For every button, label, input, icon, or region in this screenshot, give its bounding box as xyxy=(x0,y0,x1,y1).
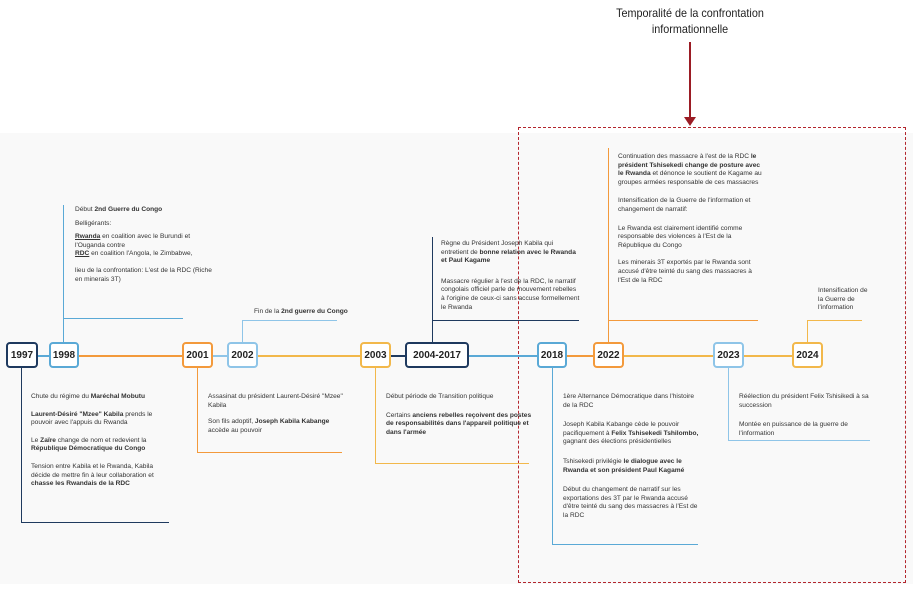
connector xyxy=(197,452,342,453)
year-node-2023[interactable]: 2023 xyxy=(713,342,744,368)
connector xyxy=(608,148,609,342)
event-2023-infowar: Montée en puissance de la guerre de l'in… xyxy=(739,421,848,437)
connector xyxy=(375,463,529,464)
event-1997-tension: Tension entre Kabila et le Rwanda, Kabil… xyxy=(31,462,154,488)
connector xyxy=(432,320,579,321)
event-2001-assassination: Assasinat du président Laurent-Désiré "M… xyxy=(208,393,343,409)
event-2023-reelection: Réélection du président Felix Tshisikedi… xyxy=(739,393,869,409)
event-2001: Assasinat du président Laurent-Désiré "M… xyxy=(208,393,343,440)
year-node-2022[interactable]: 2022 xyxy=(593,342,624,368)
connector xyxy=(608,320,758,321)
event-2003-transition: Début période de Transition politique xyxy=(386,393,494,400)
connector xyxy=(242,320,243,342)
event-1998-start: Début 2nd Guerre du Congo xyxy=(75,206,163,213)
event-2004-reign: Règne du Président Joseph Kabila qui ent… xyxy=(441,240,576,265)
connector xyxy=(63,205,64,342)
event-2022: Continuation des massacre à l'est de la … xyxy=(618,153,763,290)
event-1997-mobutu: Chute du régime du Maréchal Mobutu xyxy=(31,393,145,400)
event-2003: Début période de Transition politique Ce… xyxy=(386,393,532,442)
event-2018-narrative: Début du changement de narratif sur les … xyxy=(563,486,698,519)
timeline-segment xyxy=(38,355,50,357)
connector xyxy=(242,320,337,321)
year-node-2001[interactable]: 2001 xyxy=(182,342,213,368)
connector xyxy=(807,320,808,342)
event-2018-dialogue: Tshisekedi privilégie le dialogue avec l… xyxy=(563,457,685,474)
year-node-2018[interactable]: 2018 xyxy=(537,342,567,368)
event-1998-location: lieu de la confrontation: L'est de la RD… xyxy=(75,266,212,283)
timeline-segment xyxy=(744,355,792,357)
connector xyxy=(552,544,698,545)
timeline-segment xyxy=(79,355,182,357)
connector xyxy=(63,318,183,319)
event-2022-rwanda-identified: Le Rwanda est clairement identifié comme… xyxy=(618,224,743,249)
connector xyxy=(197,368,198,453)
timeline-segment xyxy=(258,355,360,357)
callout-title: Temporalité de la confrontation informat… xyxy=(616,6,764,36)
event-2002-end-war: Fin de la 2nd guerre du Congo xyxy=(254,308,348,315)
event-1997-kabila: Laurent-Désiré "Mzee" Kabila prends le p… xyxy=(31,410,153,427)
timeline-segment xyxy=(469,355,537,357)
event-2002: Fin de la 2nd guerre du Congo xyxy=(254,308,364,322)
connector xyxy=(728,440,870,441)
connector xyxy=(375,368,376,464)
event-2001-succession: Son fils adoptif, Joseph Kabila Kabange … xyxy=(208,418,330,434)
connector xyxy=(552,368,553,545)
year-node-1997[interactable]: 1997 xyxy=(6,342,38,368)
event-2022-minerals: Les minerais 3T exportés par le Rwanda s… xyxy=(618,259,752,284)
event-1998-rdc: RDC en coalition l'Angola, le Zimbabwe, xyxy=(75,250,193,258)
event-2024: Intensification de la Guerre de l'inform… xyxy=(818,287,870,318)
connector xyxy=(21,368,22,523)
event-2024-intensification: Intensification de la Guerre de l'inform… xyxy=(818,287,868,312)
year-node-2003[interactable]: 2003 xyxy=(360,342,391,368)
event-2018-alternance: 1ère Alternance Démocratique dans l'hist… xyxy=(563,393,695,409)
connector xyxy=(432,237,433,342)
event-1997: Chute du régime du Maréchal Mobutu Laure… xyxy=(31,393,171,494)
timeline-segment xyxy=(624,355,713,357)
year-node-2002[interactable]: 2002 xyxy=(227,342,258,368)
callout-arrow-line xyxy=(689,42,691,120)
callout-arrow-head xyxy=(684,117,696,126)
connector xyxy=(728,368,729,441)
year-node-2024[interactable]: 2024 xyxy=(792,342,823,368)
event-2022-infowar: Intensification de la Guerre de l'inform… xyxy=(618,197,751,213)
connector xyxy=(807,320,862,321)
year-node-1998[interactable]: 1998 xyxy=(49,342,79,368)
event-2004-2017: Règne du Président Joseph Kabila qui ent… xyxy=(441,240,581,317)
event-2023: Réélection du président Felix Tshisikedi… xyxy=(739,393,879,443)
event-2018-handover: Joseph Kabila Kabange cède le pouvoir pa… xyxy=(563,421,699,446)
event-1998: Début 2nd Guerre du Congo Belligérants: … xyxy=(75,206,215,289)
event-2022-posture: Continuation des massacre à l'est de la … xyxy=(618,153,762,186)
event-1998-belligerents: Belligérants: xyxy=(75,219,112,227)
event-2018: 1ère Alternance Démocratique dans l'hist… xyxy=(563,393,701,526)
timeline-segment xyxy=(391,355,405,357)
connector xyxy=(21,522,169,523)
event-1997-zaire: Le Zaïre change de nom et redevient la R… xyxy=(31,436,147,453)
timeline-segment xyxy=(567,355,593,357)
timeline-segment xyxy=(213,355,227,357)
event-2003-rebels: Certains anciens rebelles reçoivent des … xyxy=(386,411,532,436)
event-1998-rwanda: Rwanda en coalition avec le Burundi et l… xyxy=(75,233,191,249)
event-2004-massacres: Massacre régulier à l'est de la RDC, le … xyxy=(441,277,580,311)
year-node-2004-2017[interactable]: 2004-2017 xyxy=(405,342,469,368)
